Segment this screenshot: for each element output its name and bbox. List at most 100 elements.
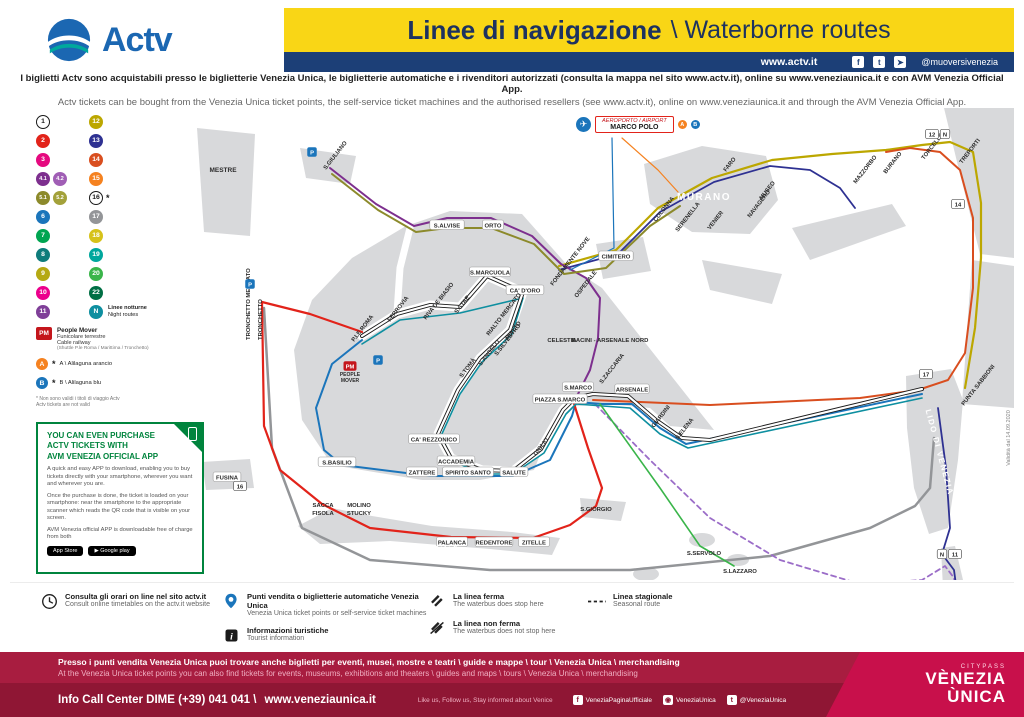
line-badge-12: 12 xyxy=(89,114,103,129)
route-ferry-17 xyxy=(262,306,936,572)
route-line-14 xyxy=(592,147,974,406)
map-label-tronchetto-mercato: TRONCHETTO MERCATO xyxy=(246,268,252,340)
map-label-mestre: MESTRE xyxy=(209,167,237,174)
key-en: The waterbus does stop here xyxy=(453,601,544,608)
footer-line-en: At the Venezia Unica ticket points you c… xyxy=(58,669,638,678)
map-label-salute: SALUTE xyxy=(502,470,526,476)
route-line-6 xyxy=(315,339,923,477)
seasonal-line-icon xyxy=(588,592,606,610)
line-badge-17: 17 xyxy=(89,209,103,224)
stop-box xyxy=(436,536,468,547)
line-badge-8: 8 xyxy=(36,247,50,262)
map-label-zattere: ZATTERE xyxy=(409,470,436,476)
map-label-zitelle: ZITELLE xyxy=(522,540,546,546)
map-label-s-basilio: S.BASILIO xyxy=(322,460,352,466)
key-item-timetables: Consulta gli orari on line nel sito actv… xyxy=(40,592,222,610)
title-band: Linee di navigazione \ Waterborne routes xyxy=(284,8,1014,52)
land-cavallino xyxy=(944,108,1014,258)
key-it: Linea stagionale xyxy=(613,592,673,601)
key-item-seasonal: Linea stagionale Seasonal route xyxy=(588,592,1014,610)
stop-box xyxy=(482,219,504,230)
key-item-stop: La linea ferma The waterbus does stop he… xyxy=(428,592,588,610)
map-label-orto: ORTO xyxy=(485,223,502,229)
citypass-line-1: VÈNEZIA xyxy=(925,668,1006,688)
line-badge-5.1: 5.1 xyxy=(36,190,50,205)
map-label-redentore: REDENTORE xyxy=(476,540,513,546)
facebook-icon: f xyxy=(852,56,865,68)
map-badge-17 xyxy=(919,368,933,380)
line-badge-20: 20 xyxy=(89,266,103,281)
line-badge-11: 11 xyxy=(36,304,50,319)
route-canal-cannaregio-carve xyxy=(393,224,414,317)
line-badge-22: 22 xyxy=(89,285,103,300)
stop-box xyxy=(429,219,465,230)
route-alilaguna-arancio xyxy=(621,137,679,193)
legend-row: 16* xyxy=(89,188,147,207)
app-store-badge: App Store xyxy=(47,545,84,556)
map-label-mazzorbo: MAZZORBO xyxy=(853,154,879,185)
line-badge-14: 14 xyxy=(89,152,103,167)
people-mover-icon: PM xyxy=(36,327,52,340)
promo-title-2: ACTV TICKETS WITH xyxy=(47,441,128,451)
legend-row: 20 xyxy=(89,264,147,283)
map-badge-label: 17 xyxy=(923,372,929,378)
instagram-icon: ◉ xyxy=(663,695,674,705)
actv-website: www.actv.it xyxy=(760,56,818,68)
legend-row: 3 xyxy=(36,150,67,169)
line-badge-19: 19 xyxy=(89,247,103,262)
legend-row: 18 xyxy=(89,226,147,245)
web-band: www.actv.it f t ➤ @muoversivenezia xyxy=(284,52,1014,72)
map-label-bacini-arsenale-nord: BACINI - ARSENALE NORD xyxy=(572,338,649,344)
ticket-info-bar: I biglietti Actv sono acquistabili press… xyxy=(10,73,1014,108)
clock-icon xyxy=(40,592,58,610)
legend-row: 14 xyxy=(89,150,147,169)
route-alilaguna-blu xyxy=(569,137,615,271)
legend-row: 22 xyxy=(89,283,147,302)
social-prompt: Like us, Follow us, Stay informed about … xyxy=(417,696,553,704)
map-label-sacca: SACCA xyxy=(313,503,335,509)
stop-box xyxy=(436,455,476,466)
stop-box xyxy=(442,466,494,477)
land-vignole xyxy=(702,260,782,304)
map-badge-label: P xyxy=(310,150,314,156)
map-label-murano: MURANO xyxy=(677,192,731,203)
map-label-s-alvise: S.ALVISE xyxy=(434,223,460,229)
stop-box xyxy=(499,466,529,477)
map-label-stucky: STUCKY xyxy=(347,511,371,517)
map-badge-16 xyxy=(233,480,247,492)
alilaguna-a-marker: A xyxy=(677,120,687,129)
google-play-badge: ▶ Google play xyxy=(88,545,136,556)
people-mover-label: People Mover xyxy=(57,327,98,334)
stop-box xyxy=(614,383,650,394)
airport-line-1: AEROPORTO / AIRPORT xyxy=(602,118,667,124)
line-badge-18: 18 xyxy=(89,228,103,243)
land-s-giorgio xyxy=(580,498,626,521)
map-badge-label: P xyxy=(248,282,252,288)
land-s-giuliano xyxy=(300,148,356,184)
social-account-label: VeneziaUnica xyxy=(676,696,716,704)
promo-title-1: YOU CAN EVEN PURCHASE xyxy=(47,431,156,440)
alilaguna-a-badge: A xyxy=(36,358,48,370)
footer-social: t@VeneziaUnica xyxy=(726,695,786,705)
map-label-fisola: FISOLA xyxy=(312,511,334,517)
stop-box xyxy=(532,393,588,404)
footer-line-it: Presso i punti vendita Venezia Unica puo… xyxy=(58,657,680,667)
alilaguna-b-label: B \ Alilaguna blu xyxy=(59,380,102,386)
line-badge-2: 2 xyxy=(36,133,50,148)
legend-row: 11 xyxy=(36,302,67,321)
stop-box xyxy=(317,456,357,467)
telegram-icon: ➤ xyxy=(894,56,907,68)
key-it: Punti vendita o biglietterie automatiche… xyxy=(247,592,419,610)
promo-paragraph-1: A quick and easy APP to download, enabli… xyxy=(47,466,193,488)
map-label-s-lazzaro: S.LAZZARO xyxy=(723,569,757,575)
route-seasonal xyxy=(594,403,956,580)
stop-box xyxy=(598,250,634,261)
alilaguna-a-legend: A * A \ Alilaguna arancio xyxy=(36,358,211,370)
map-label-validità-dal-14-09-2020: Validità dal 14.09.2020 xyxy=(1006,410,1012,466)
line-badge-6: 6 xyxy=(36,209,50,224)
map-badge-P xyxy=(245,279,255,289)
line-badge-N: N xyxy=(89,304,103,319)
